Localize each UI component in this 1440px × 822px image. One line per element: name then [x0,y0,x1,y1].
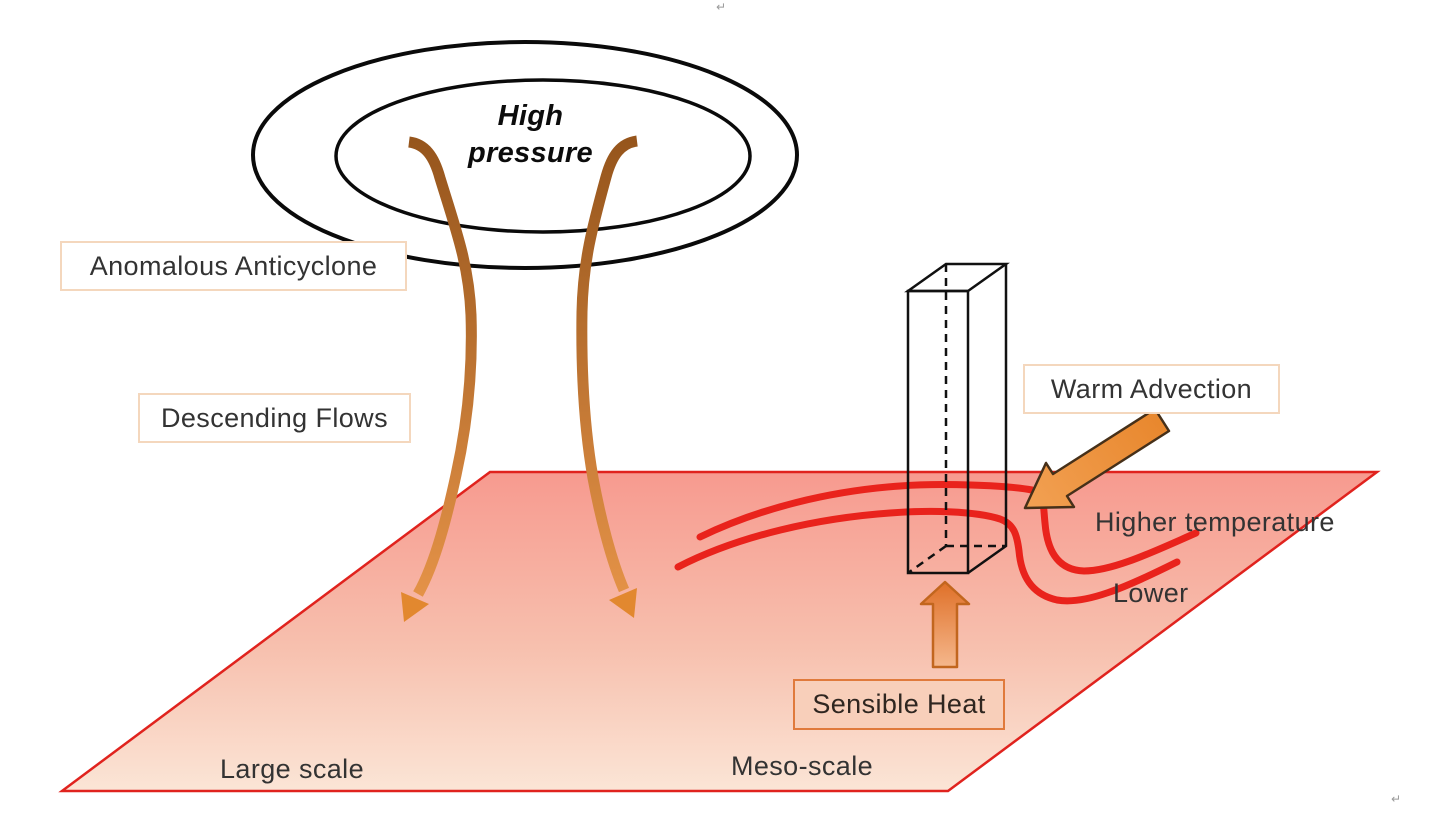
high-pressure-line1: High [497,100,564,132]
outer-isobar-ellipse [251,40,799,270]
higher-temperature-label: Higher temperature [1095,506,1335,537]
large-scale-label: Large scale [220,753,364,784]
warm-advection-arrow [1023,407,1171,510]
anomalous-anticyclone-label: Anomalous Anticyclone [60,241,407,291]
high-pressure-line2: pressure [468,137,593,169]
high-pressure-label: High pressure [428,98,633,172]
warm-advection-label: Warm Advection [1023,364,1280,414]
sensible-heat-arrow [919,580,971,669]
meso-scale-label: Meso-scale [730,750,874,781]
air-column-box [904,262,1010,575]
return-mark-top-icon: ↵ [716,0,727,14]
lower-temperature-label: Lower [1113,577,1189,608]
descending-flow-arrow-left [401,136,477,622]
sensible-heat-label: Sensible Heat [793,679,1005,730]
descending-flow-arrow-right [576,135,639,618]
return-mark-bottom-icon: ↵ [1391,792,1402,806]
descending-flows-label: Descending Flows [138,393,411,443]
inner-isobar-ellipse [334,78,752,234]
